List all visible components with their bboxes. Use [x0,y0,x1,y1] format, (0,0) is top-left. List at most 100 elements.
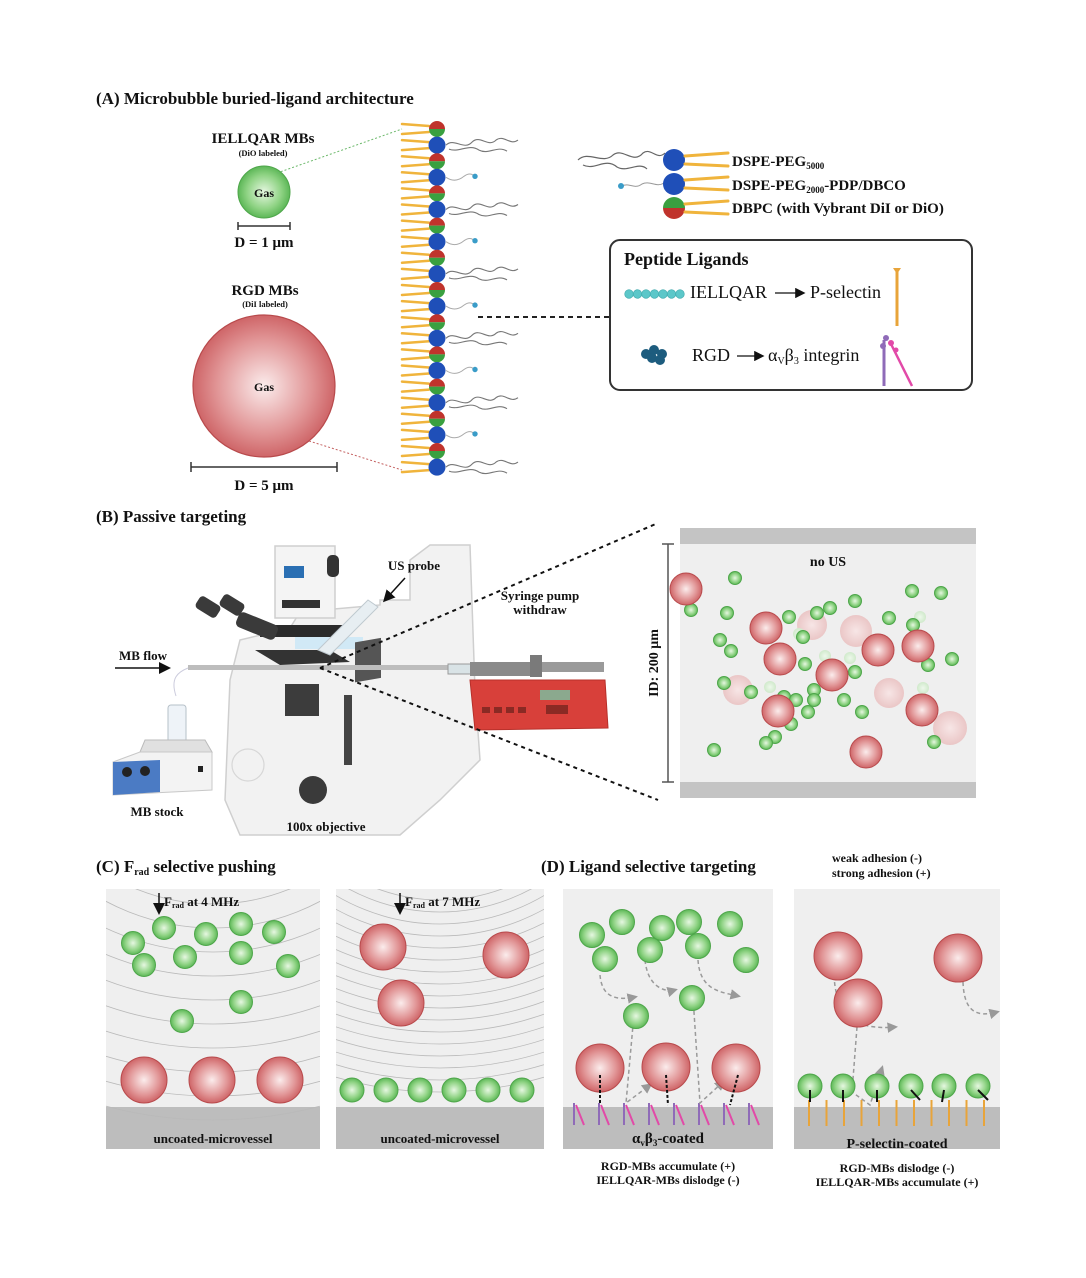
svg-text:(C) Frad selective pushing: (C) Frad selective pushing [96,857,276,878]
red-microbubble-icon [833,978,883,1028]
acoustic-wavefront [336,935,544,961]
green-microbubble-icon [685,933,711,959]
acoustic-wavefront [336,1051,544,1069]
red-microbubble-icon [874,678,904,708]
acoustic-wavefront [336,988,544,1009]
dbpc-headgroup-icon [429,443,445,451]
acoustic-wavefront [106,1005,320,1025]
acoustic-wavefront [336,894,544,925]
svg-text:DSPE-PEG5000: DSPE-PEG5000 [732,154,825,171]
green-microbubble-icon [717,676,731,690]
trajectory-path [697,959,741,1000]
focus-knob-icon [299,776,327,804]
acoustic-wavefront [336,908,544,937]
green-microbubble-icon [623,1003,649,1029]
headgroup-blue-icon [663,149,685,171]
acoustic-wavefront [336,922,544,949]
objective-label: 100x objective [286,819,365,834]
vessel-wall-label: uncoated-microvessel [154,1131,273,1146]
dbpc-headgroup-icon [429,121,445,129]
dspe-headgroup-icon [428,136,446,154]
red-microbubble-icon [669,572,703,606]
green-microbubble-icon [720,606,734,620]
green-microbubble-icon [229,912,253,936]
acoustic-wavefront [336,1076,544,1093]
acoustic-wavefront [106,1030,320,1049]
rgd-peptide-icon [641,345,667,365]
inverted-microscope-illustration: US probe MB flow [115,544,481,836]
dbpc-headgroup-icon [429,346,445,355]
acoustic-wavefront [106,1105,320,1121]
peg-polymer-icon [577,150,666,161]
peg2000-tether [445,173,475,181]
trajectory-path [644,959,678,998]
peg5000-polymer-icon [445,137,519,153]
trajectory-path [692,996,726,1105]
peg2000-tether [445,366,475,374]
peptide-ligands-box: Peptide Ligands IELLQAR P-selectin RGD α… [478,239,973,391]
ligand-dot-icon [472,173,478,179]
amino-acid-bead [658,289,668,299]
adhesion-bond [729,1074,739,1106]
peptide-box-title: Peptide Ligands [624,249,749,269]
green-microbubble-icon [796,630,810,644]
peg5000-polymer-icon [445,331,519,346]
ligand-dot-icon [472,431,478,437]
legend-label: DSPE-PEG [732,154,807,170]
red-microbubble-icon [575,1043,625,1093]
lipid-tail [400,299,431,313]
ligand-dot-icon [472,302,478,308]
green-microbubble-icon [807,693,821,707]
ligand-dot-icon [472,238,478,244]
rgd-mb-sublabel: (DiI labeled) [242,299,288,309]
dspe-headgroup-icon [428,426,446,444]
dbpc-headgroup-icon [429,282,445,290]
trajectory-path [625,1013,653,1105]
red-microbubble-icon [120,1056,168,1104]
red-microbubble-icon [749,611,783,645]
red-microbubble-icon [482,931,530,979]
red-microbubble-icon [901,629,935,663]
green-microbubble-icon [801,705,815,719]
panel-d-title: (D) Ligand selective targeting [541,857,756,876]
acoustic-wavefront [336,975,544,997]
zoom-guide-line [308,440,403,471]
red-microbubble-icon [815,658,849,692]
red-microbubble-icon [711,1043,761,1093]
dspe-headgroup-icon [428,362,446,379]
green-microbubble-icon [810,606,824,620]
lipid-tail [400,348,431,361]
green-microbubble-icon [917,682,929,694]
green-microbubble-icon [373,1077,399,1103]
svg-text:Frad at 4 MHz: Frad at 4 MHz [164,894,239,910]
acoustic-wavefront [336,962,544,985]
acoustic-wavefront [348,889,532,913]
green-microbubble-icon [945,652,959,666]
headgroup-dbpc-icon [663,208,685,219]
rgd-microbubble: RGD MBs (DiI labeled) Gas D = 5 μm [190,283,403,494]
amino-acid-bead [641,289,651,299]
red-microbubble-icon [861,633,895,667]
lipid-legend: DSPE-PEG5000 DSPE-PEG2000-PDP/DBCO DBPC … [577,149,944,219]
ligand-dot-icon [618,183,624,189]
iellqar-microbubble: IELLQAR MBs (DiO labeled) Gas D = 1 μm [212,128,403,251]
frad-4mhz-vessel: Frad at 4 MHz uncoated-microvessel [106,889,320,1149]
green-microbubble-icon [229,941,253,965]
green-microbubble-icon [173,945,197,969]
green-microbubble-icon [898,1073,924,1099]
lipid-tail [400,251,431,265]
lipid-tail [400,122,431,136]
green-microbubble-icon [132,953,156,977]
green-microbubble-icon [759,736,773,750]
green-microbubble-icon [798,657,812,671]
green-microbubble-icon [934,586,948,600]
mb-stock-stirrer: MB stock [112,704,213,819]
lipid-tail [400,154,431,168]
green-microbubble-icon [728,571,742,585]
inset-microbubbles [669,571,967,769]
green-microbubble-icon [676,909,702,935]
legend-sub: 5000 [806,161,825,171]
caption-line-2: IELLQAR-MBs dislodge (-) [596,1173,739,1187]
dspe-headgroup-icon [428,233,446,251]
inner-diameter-label: ID: 200 μm [647,629,662,697]
